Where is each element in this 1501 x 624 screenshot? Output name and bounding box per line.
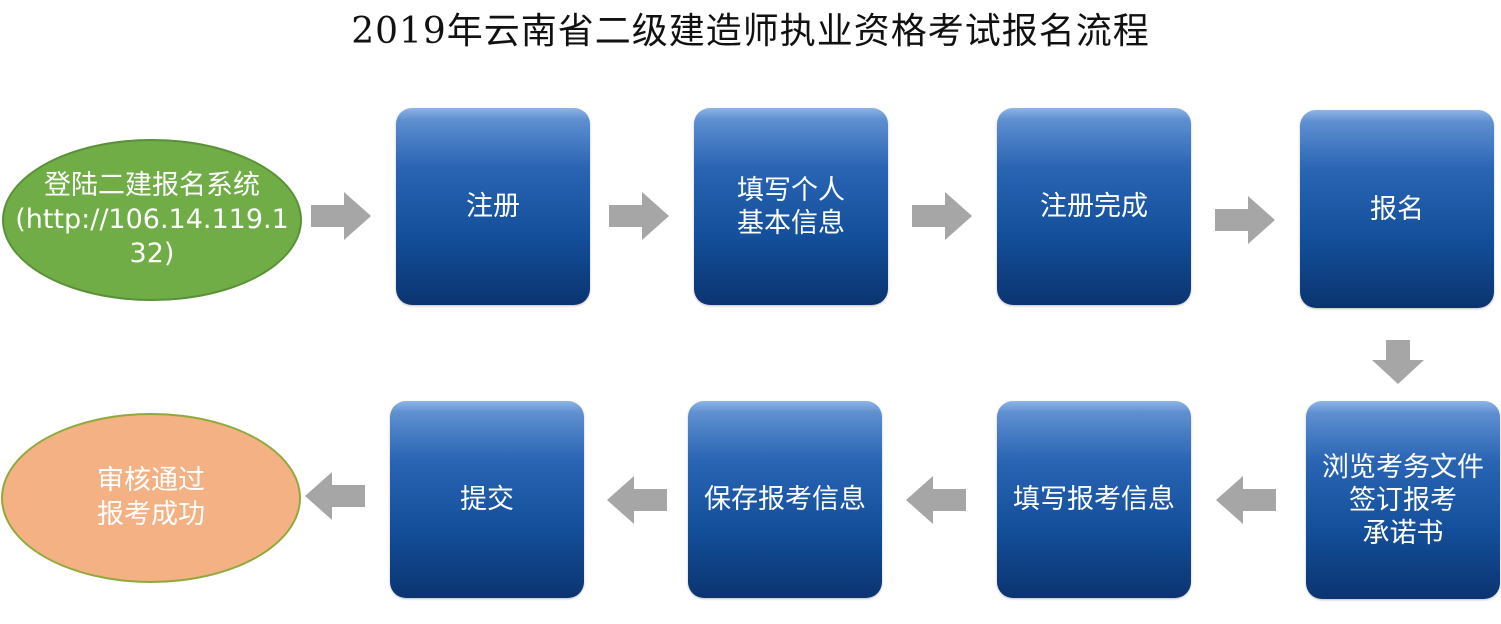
arrow-left-icon — [1216, 476, 1276, 524]
arrow-right-icon — [1215, 196, 1275, 244]
arrow-right-icon — [912, 192, 972, 240]
arrow-left-icon — [305, 472, 365, 520]
step-register-complete: 注册完成 — [997, 108, 1191, 305]
step-register: 注册 — [396, 108, 590, 305]
step-browse-docs-sign-pledge: 浏览考务文件 签订报考 承诺书 — [1306, 401, 1500, 599]
arrow-down-icon — [1372, 340, 1424, 384]
arrow-right-icon — [311, 192, 371, 240]
step-submit: 提交 — [390, 401, 584, 598]
arrow-left-icon — [906, 476, 966, 524]
step-save-application-info: 保存报考信息 — [688, 401, 882, 598]
end-node-approved: 审核通过 报考成功 — [1, 413, 301, 583]
step-apply: 报名 — [1300, 110, 1494, 308]
page-title: 2019年云南省二级建造师执业资格考试报名流程 — [351, 11, 1150, 52]
start-node-login: 登陆二建报名系统 (http://106.14.119.1 32) — [2, 139, 302, 301]
step-fill-application-info: 填写报考信息 — [997, 401, 1191, 598]
arrow-left-icon — [607, 476, 667, 524]
arrow-right-icon — [609, 192, 669, 240]
step-fill-personal-info: 填写个人 基本信息 — [694, 108, 888, 305]
